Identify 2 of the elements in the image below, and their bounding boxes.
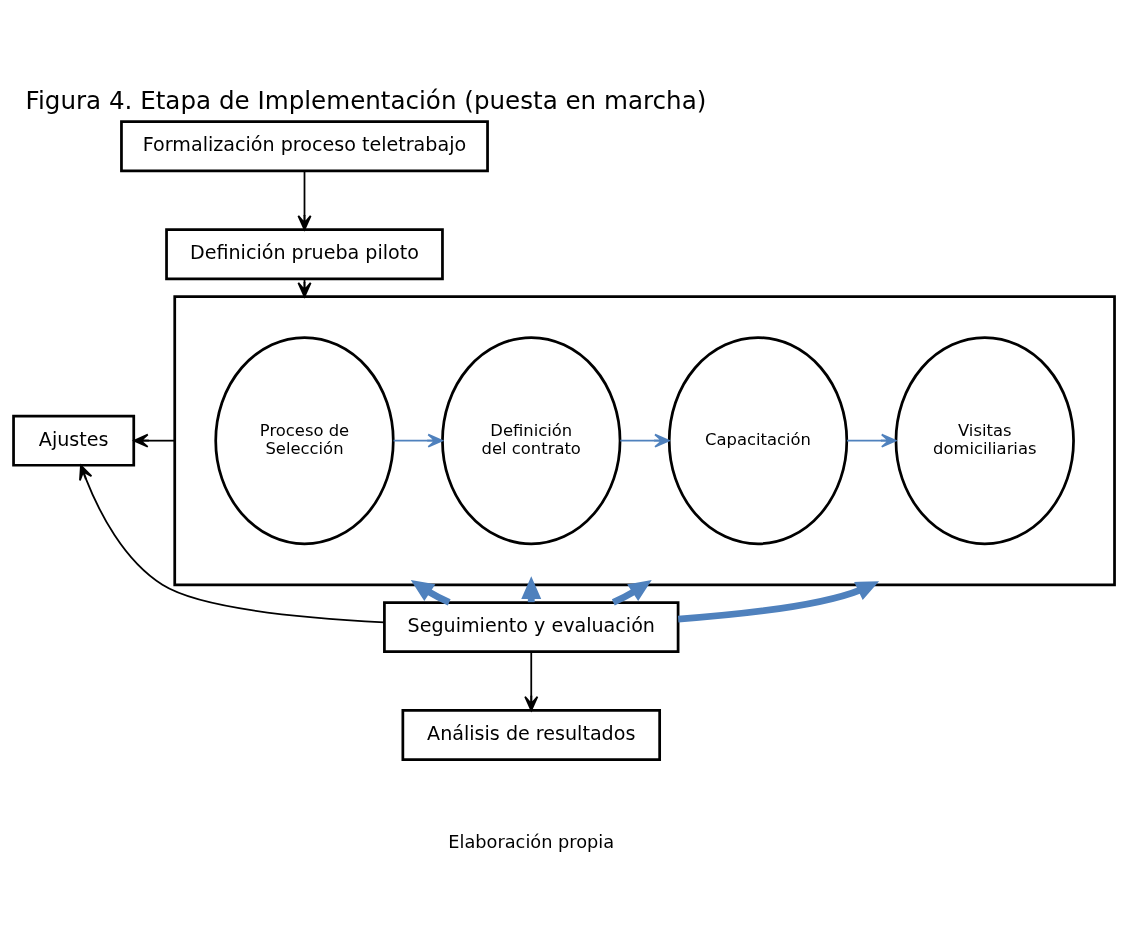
diagram-title: Figura 4. Etapa de Implementación (puesta en marcha) (25, 85, 707, 115)
caption: Elaboración propia (448, 831, 615, 852)
